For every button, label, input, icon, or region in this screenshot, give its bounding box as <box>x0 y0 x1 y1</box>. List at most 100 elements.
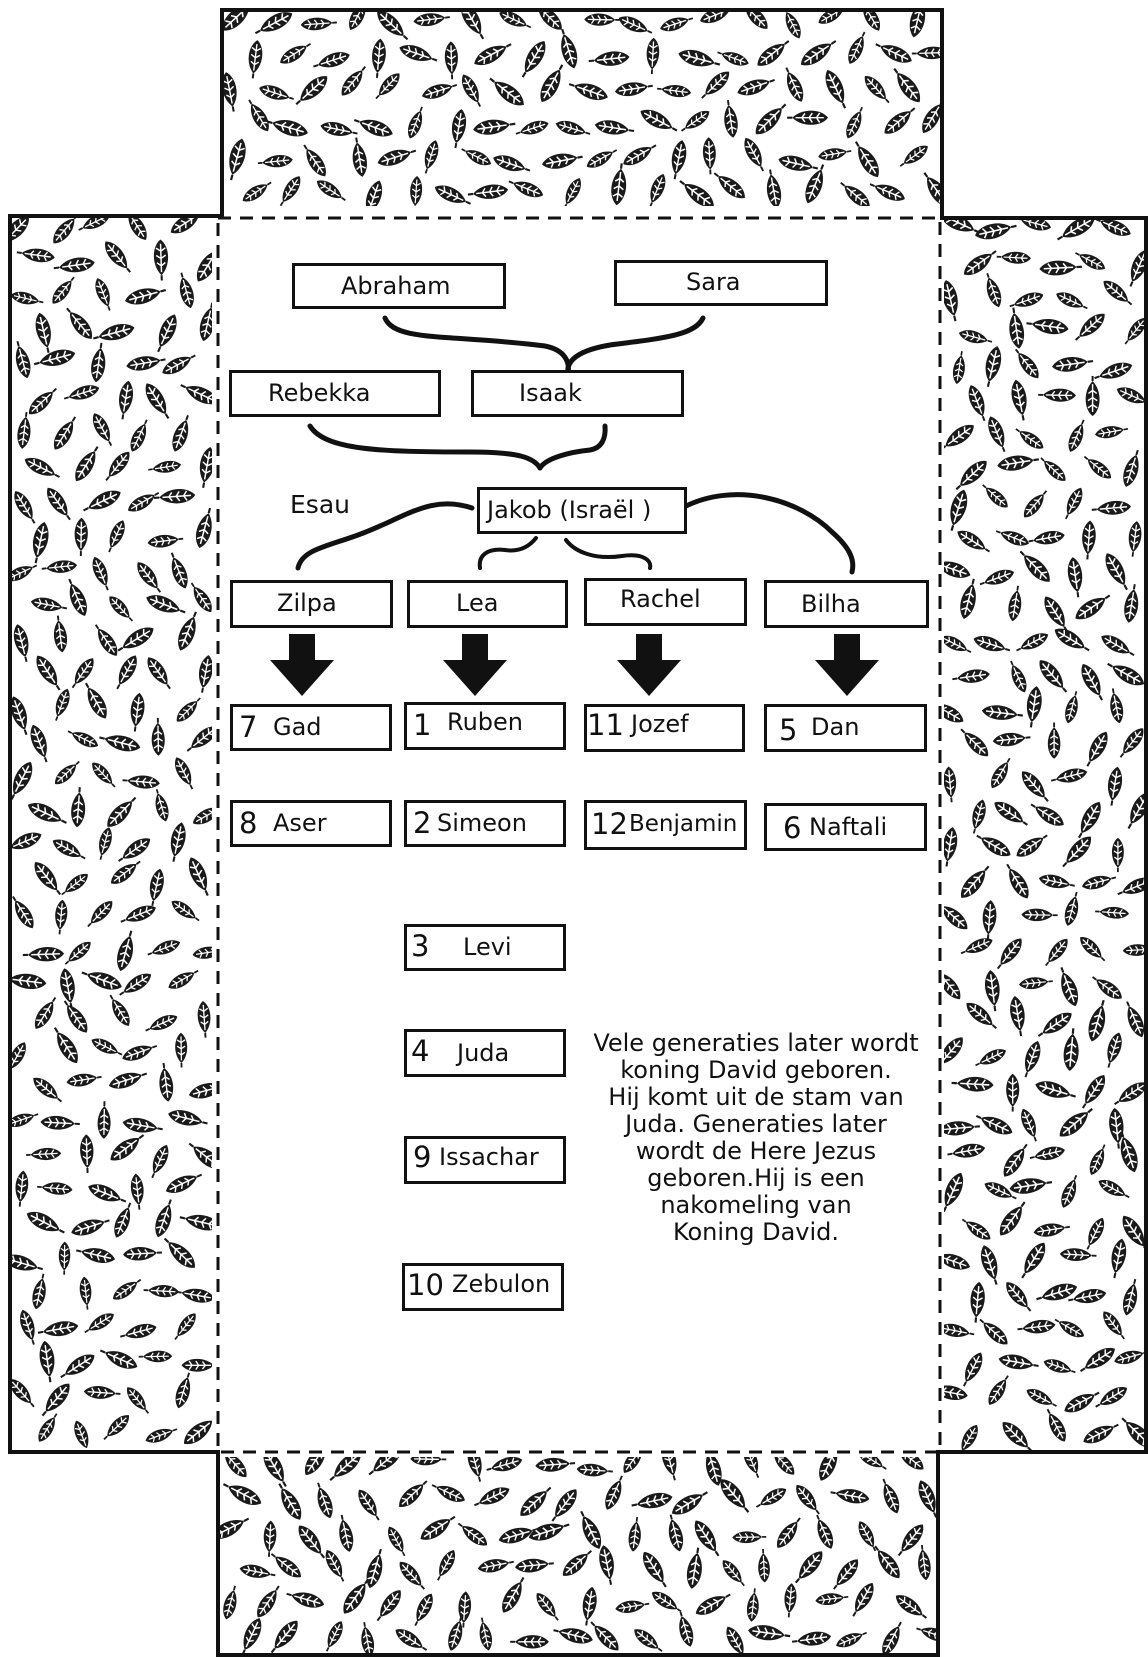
leaf-icon <box>965 383 991 423</box>
leaf-icon <box>939 278 963 322</box>
leaf-icon <box>100 1411 133 1444</box>
son-name: Benjamin <box>629 813 737 836</box>
leaf-icon <box>1062 890 1083 927</box>
son-name: Gad <box>273 715 322 739</box>
leaf-icon <box>175 1285 215 1305</box>
leaf-icon <box>938 632 973 658</box>
leaf-icon <box>133 558 166 596</box>
leaf-icon <box>888 64 925 106</box>
leaf-icon <box>491 151 532 176</box>
leaf-icon <box>153 239 169 280</box>
leaf-icon <box>1017 1318 1057 1336</box>
leaf-icon <box>11 340 34 380</box>
leaf-icon <box>54 899 69 935</box>
leaf-icon <box>192 242 227 285</box>
leaf-icon <box>1073 798 1106 841</box>
leaf-icon <box>139 1350 173 1362</box>
leaf-icon <box>80 486 123 517</box>
name-lea: Lea <box>456 591 498 615</box>
leaf-icon <box>82 1309 117 1337</box>
leaf-icon <box>370 38 387 78</box>
leaf-icon <box>392 1625 430 1656</box>
leaf-icon <box>1081 520 1097 560</box>
leaf-icon <box>996 452 1040 473</box>
leaf-icon <box>74 518 88 556</box>
leaf-icon <box>59 997 92 1036</box>
leaf-icon <box>767 1445 799 1478</box>
leaf-icon <box>2 1039 30 1076</box>
leaf-icon <box>456 0 489 42</box>
leaf-icon <box>999 1140 1033 1180</box>
leaf-icon <box>187 1078 230 1102</box>
leaf-icon <box>740 135 769 174</box>
leaf-icon <box>70 787 87 828</box>
leaf-icon <box>732 1531 766 1543</box>
leaf-icon <box>472 1483 513 1511</box>
leaf-icon <box>16 246 56 264</box>
leaf-icon <box>817 145 852 162</box>
leaf-icon <box>472 116 516 136</box>
leaf-icon <box>516 37 550 81</box>
leaf-icon <box>397 41 439 67</box>
leaf-icon <box>567 77 610 104</box>
leaf-pattern-top-flap <box>217 0 954 221</box>
leaf-icon <box>140 380 174 423</box>
leaf-icon <box>16 411 33 449</box>
leaf-icon <box>88 759 119 791</box>
leaf-icon <box>13 1170 29 1207</box>
leaf-icon <box>1100 550 1133 594</box>
leaf-icon <box>89 555 114 593</box>
note-line: wordt de Here Jezus <box>560 1138 952 1165</box>
leaf-icon <box>1095 906 1130 920</box>
leaf-pattern-bottom-flap <box>209 1438 952 1657</box>
leaf-icon <box>102 793 140 832</box>
leaf-icon <box>80 1134 95 1173</box>
leaf-icon <box>740 1443 764 1480</box>
leaf-icon <box>151 1197 177 1239</box>
box-abraham: Abraham <box>292 263 506 309</box>
leaf-icon <box>209 1512 252 1544</box>
leaf-icon <box>873 38 915 67</box>
leaf-icon <box>1055 965 1083 1009</box>
leaf-icon <box>584 145 620 172</box>
leaf-icon <box>981 271 1004 309</box>
leaf-icon <box>1111 1078 1148 1110</box>
leaf-icon <box>314 176 349 205</box>
leaf-icon <box>1034 656 1072 697</box>
leaf-icon <box>954 526 993 557</box>
leaf-icon <box>1005 659 1030 695</box>
leaf-icon <box>588 50 630 68</box>
leaf-icon <box>973 219 1018 243</box>
leaf-icon <box>420 79 459 102</box>
leaf-icon <box>915 1623 952 1645</box>
leaf-icon <box>354 1486 384 1523</box>
leaf-icon <box>300 1438 334 1479</box>
name-zilpa: Zilpa <box>277 591 337 615</box>
leaf-icon <box>70 443 103 485</box>
leaf-icon <box>220 1584 241 1621</box>
leaf-icon <box>559 175 585 210</box>
leaf-icon <box>417 1511 459 1545</box>
leaf-icon <box>616 12 654 38</box>
leaf-icon <box>265 114 310 140</box>
leaf-icon <box>951 1076 994 1093</box>
leaf-icon <box>375 144 418 170</box>
leaf-icon <box>981 344 1004 388</box>
leaf-icon <box>104 518 129 555</box>
leaf-icon <box>811 1513 837 1552</box>
leaf-icon <box>62 304 97 343</box>
leaf-icon <box>576 1463 613 1478</box>
leaf-icon <box>541 150 584 172</box>
leaf-icon <box>527 1517 572 1544</box>
leaf-icon <box>1080 872 1117 893</box>
son-number: 12 <box>591 810 628 839</box>
son-name: Zebulon <box>452 1272 550 1296</box>
leaf-icon <box>29 858 65 899</box>
leaf-icon <box>358 1621 376 1657</box>
leaf-icon <box>1117 1413 1148 1453</box>
leaf-icon <box>220 1478 265 1510</box>
leaf-icon <box>433 1547 460 1583</box>
leaf-icon <box>552 1623 595 1646</box>
leaf-icon <box>992 731 1031 748</box>
leaf-icon <box>916 1544 933 1581</box>
